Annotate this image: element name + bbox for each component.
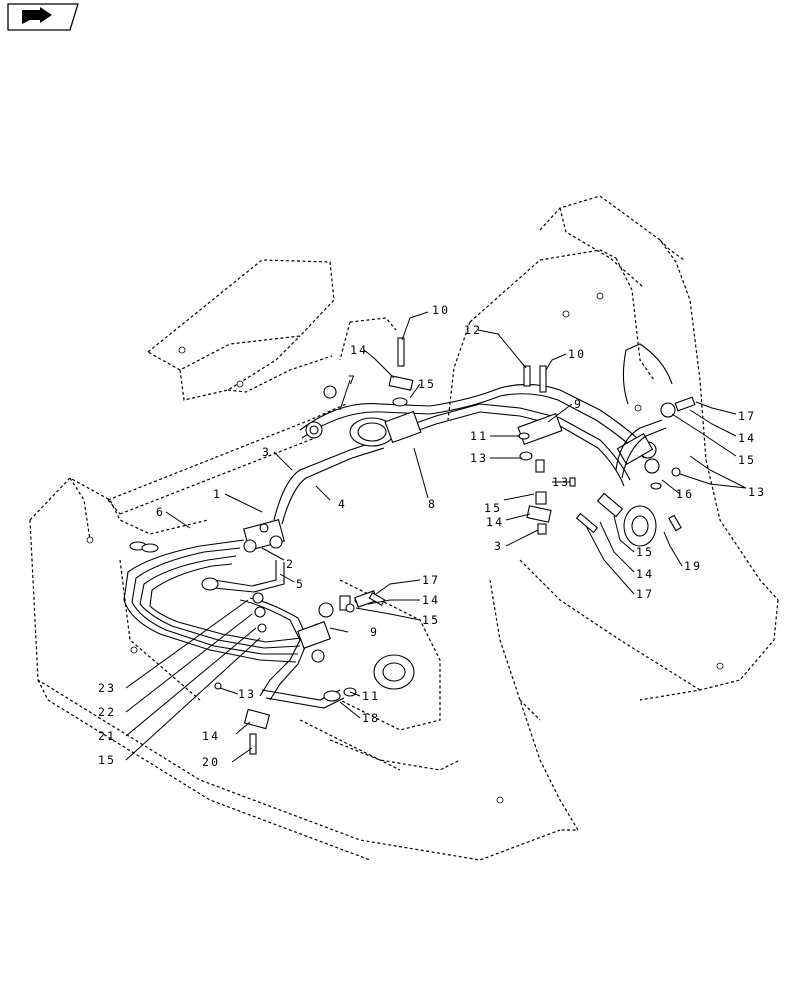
callout-14-center[interactable]: 14 bbox=[486, 515, 504, 529]
navigation-arrow-icon[interactable] bbox=[7, 3, 79, 31]
callout-17-mid[interactable]: 17 bbox=[422, 573, 440, 587]
callout-14-right-lower[interactable]: 14 bbox=[636, 567, 654, 581]
machine-frame bbox=[29, 195, 779, 861]
callout-9-upper[interactable]: 9 bbox=[574, 397, 583, 411]
callout-5[interactable]: 5 bbox=[296, 577, 305, 591]
callout-15-right[interactable]: 15 bbox=[738, 453, 756, 467]
callout-15-upper[interactable]: 15 bbox=[418, 377, 436, 391]
callout-14-upper[interactable]: 14 bbox=[350, 343, 368, 357]
callout-13-center[interactable]: 13 bbox=[470, 451, 488, 465]
callout-13-mid[interactable]: 13 bbox=[552, 475, 570, 489]
hydraulic-assembly bbox=[123, 337, 696, 755]
callout-14-right[interactable]: 14 bbox=[738, 431, 756, 445]
callout-17-right[interactable]: 17 bbox=[738, 409, 756, 423]
callout-18[interactable]: 18 bbox=[362, 711, 380, 725]
callout-15-mid[interactable]: 15 bbox=[422, 613, 440, 627]
callout-6[interactable]: 6 bbox=[156, 505, 165, 519]
callout-10-right[interactable]: 10 bbox=[568, 347, 586, 361]
callout-8[interactable]: 8 bbox=[428, 497, 437, 511]
callout-15-lower[interactable]: 15 bbox=[98, 753, 116, 767]
callout-15-right-lower[interactable]: 15 bbox=[636, 545, 654, 559]
callout-23[interactable]: 23 bbox=[98, 681, 116, 695]
callout-13-lower[interactable]: 13 bbox=[238, 687, 256, 701]
callout-1[interactable]: 1 bbox=[213, 487, 222, 501]
callout-21[interactable]: 21 bbox=[98, 729, 116, 743]
callout-14-lower[interactable]: 14 bbox=[202, 729, 220, 743]
callout-4[interactable]: 4 bbox=[338, 497, 347, 511]
callout-11-upper[interactable]: 11 bbox=[470, 429, 488, 443]
callout-11-lower[interactable]: 11 bbox=[362, 689, 380, 703]
callout-16[interactable]: 16 bbox=[676, 487, 694, 501]
callout-17-right-lower[interactable]: 17 bbox=[636, 587, 654, 601]
leader-lines bbox=[125, 311, 747, 763]
callout-22[interactable]: 22 bbox=[98, 705, 116, 719]
callout-7[interactable]: 7 bbox=[348, 373, 357, 387]
callout-2[interactable]: 2 bbox=[286, 557, 295, 571]
callout-14-mid[interactable]: 14 bbox=[422, 593, 440, 607]
callout-15-center[interactable]: 15 bbox=[484, 501, 502, 515]
callout-13-right[interactable]: 13 bbox=[748, 485, 766, 499]
callout-12[interactable]: 12 bbox=[464, 323, 482, 337]
callout-3-lower[interactable]: 3 bbox=[494, 539, 503, 553]
callouts: 1 2 3 3 4 5 6 7 8 9 9 10 10 11 11 12 13 … bbox=[98, 303, 766, 769]
callout-20[interactable]: 20 bbox=[202, 755, 220, 769]
callout-9-lower[interactable]: 9 bbox=[370, 625, 379, 639]
callout-3-upper[interactable]: 3 bbox=[262, 445, 271, 459]
callout-10-left[interactable]: 10 bbox=[432, 303, 450, 317]
callout-19[interactable]: 19 bbox=[684, 559, 702, 573]
